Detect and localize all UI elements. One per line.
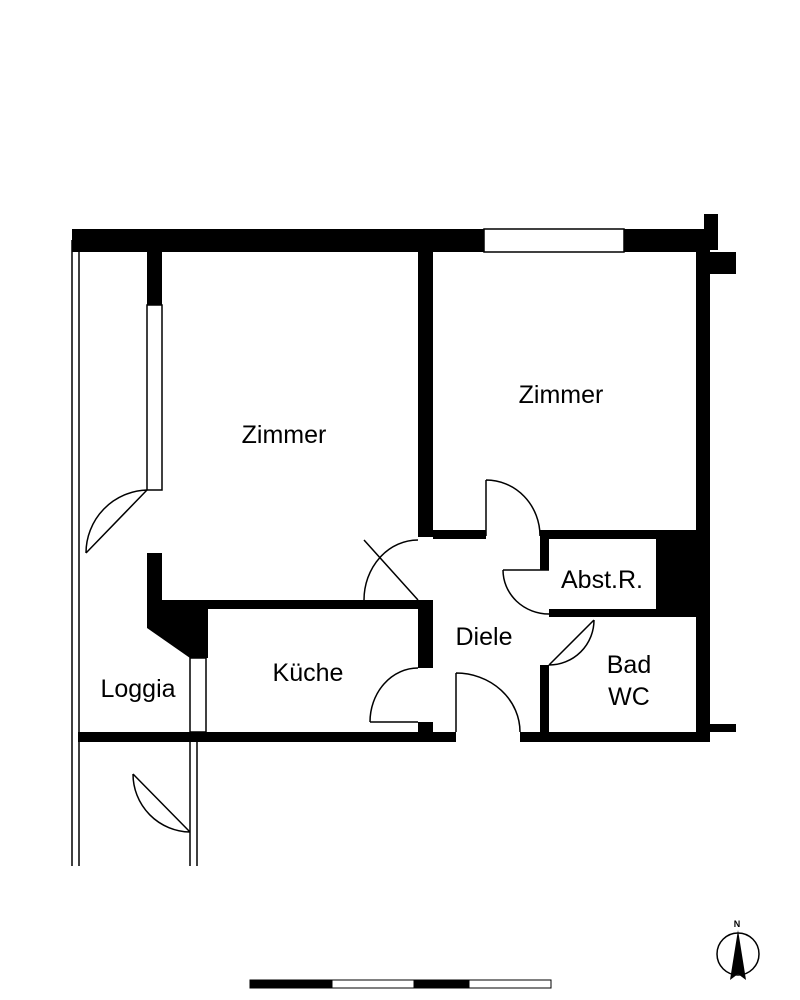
compass-north-label: N [734, 919, 741, 929]
room-labels: Zimmer Zimmer Abst.R. Diele Küche Bad WC… [100, 381, 651, 711]
wall-corner-post [704, 214, 718, 250]
wall-zimmer-right-bottom-b [540, 530, 696, 539]
door-abstr [502, 569, 550, 615]
doors [85, 479, 595, 833]
room-label-bad: Bad [607, 651, 651, 679]
door-kueche [369, 667, 419, 723]
wall-shaft [664, 539, 696, 617]
door-balcony [132, 773, 191, 833]
wall-center [418, 252, 433, 537]
scale-segment-1 [249, 979, 333, 989]
room-label-loggia: Loggia [100, 675, 175, 703]
door-entrance [455, 672, 521, 733]
wall-right [696, 252, 710, 742]
door-bad [548, 619, 595, 666]
door-zimmer-left [363, 539, 419, 601]
wall-abstr-bottom [549, 609, 664, 617]
wall-corner-wedge [147, 600, 208, 658]
door-zimmer-right [485, 479, 541, 537]
wall-bad-left [540, 665, 549, 740]
room-label-diele: Diele [456, 623, 513, 651]
wall-top-right [624, 229, 710, 252]
room-label-abstellraum: Abst.R. [561, 566, 643, 594]
wall-right-stub [710, 724, 736, 732]
wall-center-lower [418, 600, 433, 668]
wall-bottom-right [520, 732, 710, 742]
scale-segment-4 [468, 979, 552, 989]
wall-abstr-left [540, 539, 549, 570]
door-loggia-zimmer [85, 489, 148, 554]
window-left-zimmer [146, 304, 163, 491]
room-label-kueche: Küche [273, 659, 344, 687]
scale-segment-3 [413, 979, 470, 989]
wall-zimmer-kueche [162, 600, 418, 609]
compass: N [716, 919, 760, 980]
room-label-zimmer-left: Zimmer [242, 421, 327, 449]
window-top [483, 228, 625, 253]
wall-abstr-right [656, 539, 664, 615]
scale-segment-2 [331, 979, 415, 989]
wall-top-left [72, 229, 484, 252]
wall-zimmer-right-bottom-a [433, 530, 486, 539]
room-label-wc: WC [608, 683, 650, 711]
wall-left-zimmer-lower [147, 553, 162, 607]
window-kueche [189, 657, 207, 733]
wall-bottom-left [78, 732, 456, 742]
scale-bar [249, 979, 552, 989]
room-label-zimmer-right: Zimmer [519, 381, 604, 409]
wall-left-zimmer-upper [147, 252, 162, 305]
windows-and-lines [71, 228, 625, 866]
north-arrow-icon [730, 930, 746, 980]
walls [72, 214, 736, 742]
wall-corner-stub [710, 252, 736, 274]
